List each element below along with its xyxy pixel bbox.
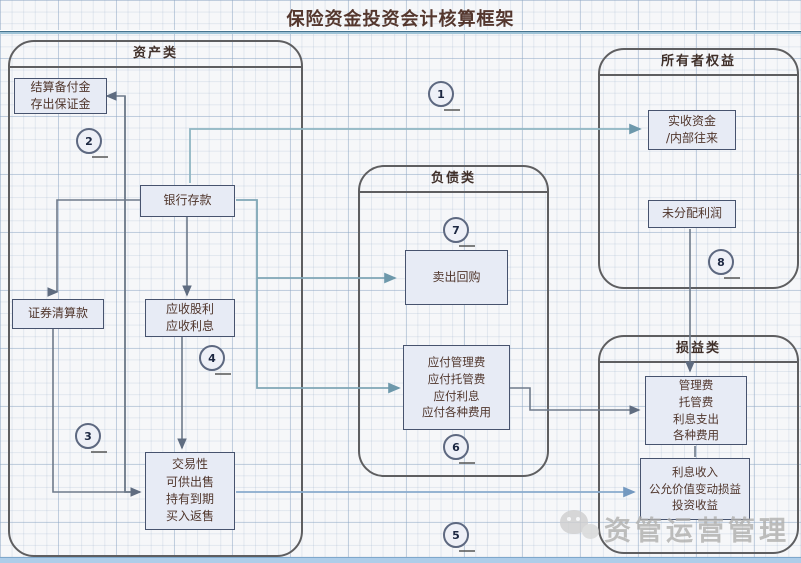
wechat-logo-icon	[560, 508, 600, 548]
container-equity: 所有者权益	[598, 48, 799, 289]
connector-bank-to-paidin	[189, 123, 642, 183]
container-equity-label: 所有者权益	[600, 50, 797, 76]
container-pnl: 损益类	[598, 335, 799, 554]
title-divider	[0, 30, 801, 34]
step-circle-4: 4	[199, 345, 225, 371]
box-bank-deposit: 银行存款	[140, 185, 235, 217]
box-repo-sold: 卖出回购	[405, 250, 508, 305]
step-circle-8: 8	[708, 249, 734, 275]
connector-trading-to-settlement	[105, 91, 140, 493]
page-title: 保险资金投资会计核算框架	[286, 9, 515, 30]
step-circle-1: 1	[428, 81, 454, 107]
box-fees-expense: 管理费 托管费 利息支出 各种费用	[645, 376, 747, 445]
box-securities-clearing: 证券清算款	[12, 299, 104, 329]
watermark-text: 资管运营管理	[604, 515, 790, 547]
box-settlement-reserve: 结算备付金 存出保证金	[14, 78, 107, 114]
container-pnl-label: 损益类	[600, 337, 797, 363]
connector-bank-to-payable	[236, 199, 401, 394]
container-assets: 资产类	[8, 40, 303, 557]
box-fees-payable: 应付管理费 应付托管费 应付利息 应付各种费用	[403, 345, 510, 430]
connector-clearing-to-trading	[52, 329, 130, 493]
container-assets-label: 资产类	[10, 42, 301, 68]
step-circle-7: 7	[443, 217, 469, 243]
container-liabilities-label: 负债类	[360, 167, 547, 193]
watermark: 资管运营管理	[560, 508, 790, 548]
step-circle-5: 5	[443, 522, 469, 548]
connector-settlement-to-trading	[124, 96, 142, 497]
box-trading-investments: 交易性 可供出售 持有到期 买入返售	[145, 452, 235, 530]
step-circle-3: 3	[75, 423, 101, 449]
connector-bank-to-clearing	[52, 199, 140, 294]
step-circle-2: 2	[76, 128, 102, 154]
box-undistributed-profit: 未分配利润	[648, 200, 736, 228]
box-dividends-interest-receivable: 应收股利 应收利息	[145, 299, 235, 337]
box-paidin-capital: 实收资金 /内部往来	[648, 110, 736, 150]
step-circle-6: 6	[443, 434, 469, 460]
container-liabilities: 负债类	[358, 165, 549, 477]
connector-payable-to-fees	[509, 387, 641, 415]
bottom-blue-bar	[0, 557, 801, 563]
box-investment-income: 利息收入 公允价值变动损益 投资收益	[640, 458, 750, 520]
